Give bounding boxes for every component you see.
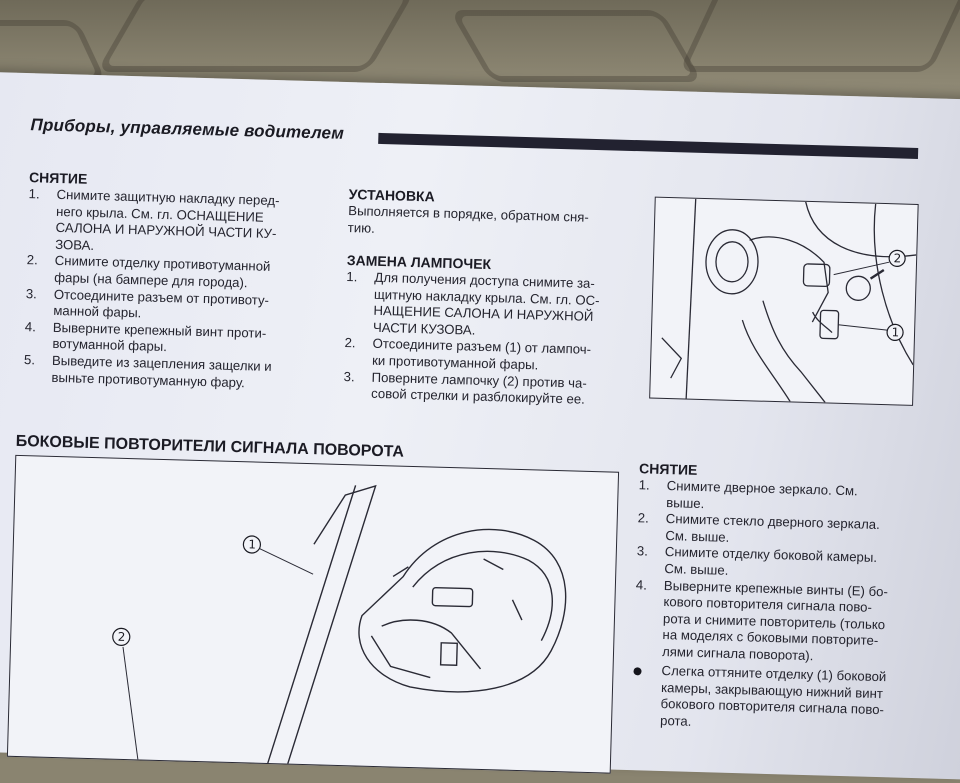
header-bar [378, 132, 919, 159]
step-number: 2. [637, 510, 650, 526]
step-number: 5. [23, 352, 36, 368]
removal-steps: 1.Снимите защитную накладку перед-него к… [23, 186, 328, 393]
step-number: 4. [24, 318, 37, 335]
mirror-removal-heading: СНЯТИЕ [638, 460, 698, 478]
manual-page: Приборы, управляемые водителем СНЯТИЕ 1.… [0, 72, 960, 780]
mirror-figure: 1 2 [6, 454, 620, 774]
callout-2-marker: 2 [833, 249, 906, 276]
mirror-callout-2: 2 [112, 627, 139, 760]
bulb-steps: 1.Для получения доступа снимите за-щитну… [343, 269, 637, 410]
callout-1-marker: 1 [838, 323, 904, 341]
step-number: 1. [638, 477, 650, 493]
list-item: 1.Снимите защитную накладку перед-него к… [27, 186, 329, 261]
fog-lamp-figure: 2 1 [649, 196, 919, 406]
list-item: 1.Для получения доступа снимите за-щитну… [345, 269, 637, 343]
mirror-callout-2-label: 2 [118, 630, 126, 644]
mirror-callout-1: 1 [242, 535, 314, 575]
step-number: 3. [636, 543, 649, 559]
install-text: Выполняется в порядке, обратном сня-тию. [348, 203, 629, 244]
mirror-illustration: 1 2 [112, 484, 567, 764]
step-number: 4. [635, 576, 648, 593]
mat-pattern [96, 0, 416, 72]
mirror-callout-1-label: 1 [248, 537, 256, 551]
list-item: 4.Выверните крепежные винты (E) бо-ковог… [634, 577, 916, 668]
step-number: 1. [28, 186, 40, 202]
step-number: 3. [343, 368, 355, 384]
mat-pattern [449, 10, 703, 82]
step-number: 2. [344, 335, 356, 351]
page-header-title: Приборы, управляемые водителем [30, 115, 345, 143]
step-number: 2. [26, 252, 38, 268]
fog-lamp-illustration: 2 1 [661, 198, 917, 403]
install-heading: УСТАНОВКА [348, 186, 435, 205]
list-item: 3.Поверните лампочку (2) против ча-совой… [343, 369, 634, 410]
callout-1-label: 1 [891, 325, 899, 339]
callout-2-label: 2 [893, 251, 901, 265]
step-number: 1. [346, 269, 358, 285]
mat-pattern [678, 0, 960, 72]
bullet-marker [633, 667, 642, 676]
removal-heading: СНЯТИЕ [28, 169, 88, 187]
step-number: 3. [25, 285, 38, 301]
mirror-removal-steps: 1.Снимите дверное зеркало. См.выше.2.Сни… [634, 477, 919, 667]
